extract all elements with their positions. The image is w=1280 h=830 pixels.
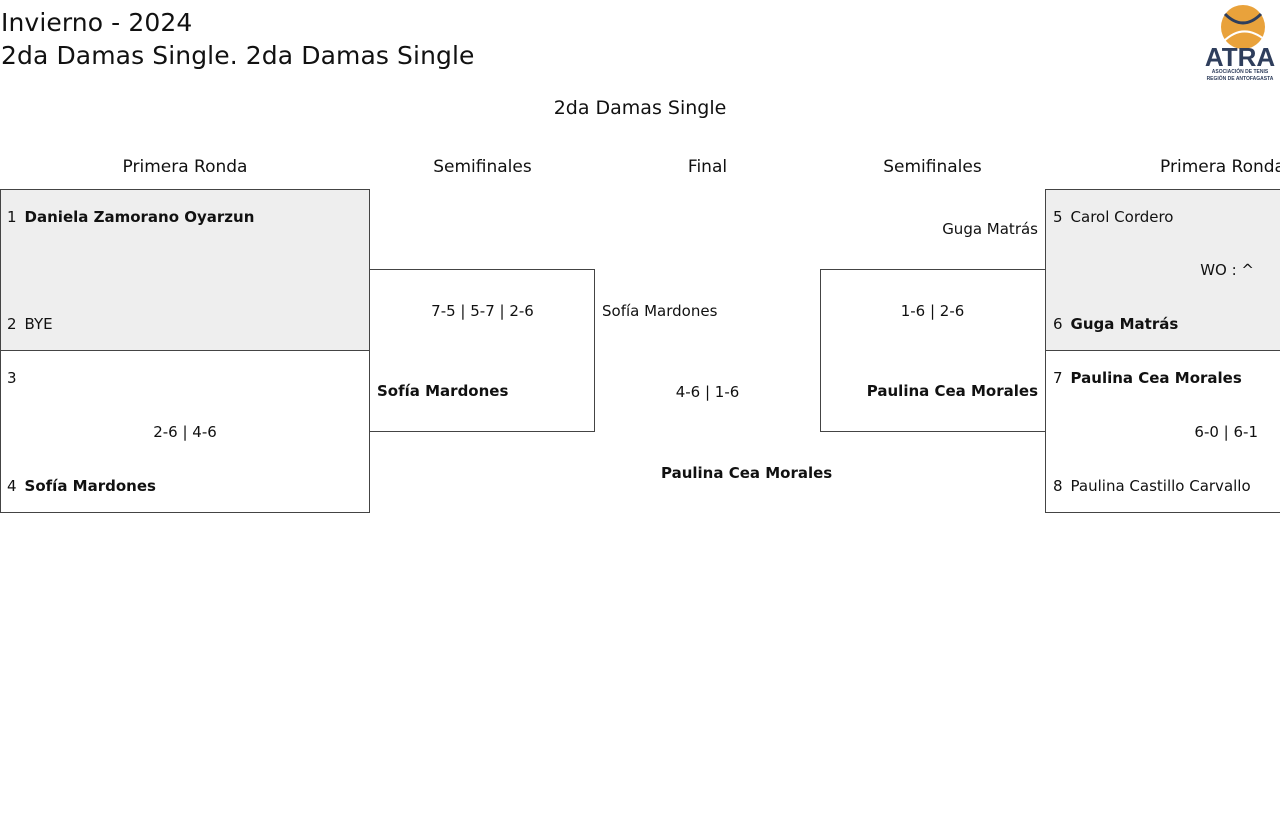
player-name: Carol Cordero (1070, 208, 1174, 226)
category-title: 2da Damas Single. 2da Damas Single (1, 41, 475, 70)
seed-number: 3 (7, 369, 17, 387)
logo-subtext-1: ASOCIACIÓN DE TENIS (1212, 67, 1269, 75)
season-title: Invierno - 2024 (1, 8, 193, 37)
seed-number: 2 (7, 315, 17, 333)
match-score: WO : ^ (1200, 261, 1254, 279)
player-name: BYE (24, 315, 53, 333)
logo-text: ATRA (1205, 42, 1276, 72)
seed-number: 4 (7, 477, 17, 495)
player-name: Daniela Zamorano Oyarzun (24, 208, 255, 226)
match-box-left-sf (369, 269, 595, 432)
match-box-right-r1-1 (1045, 189, 1280, 351)
logo-subtext-2: REGIÓN DE ANTOFAGASTA (1207, 74, 1274, 82)
match-score: 2-6 | 4-6 (153, 423, 217, 441)
seed-number: 7 (1053, 369, 1063, 387)
player-name: Paulina Castillo Carvallo (1070, 477, 1251, 495)
match-box-right-r1-2 (1045, 350, 1280, 513)
seed-number: 5 (1053, 208, 1063, 226)
bracket-title: 2da Damas Single (553, 97, 727, 119)
seed-number: 8 (1053, 477, 1063, 495)
player-name: Paulina Cea Morales (1070, 369, 1242, 387)
match-score: 6-0 | 6-1 (1194, 423, 1258, 441)
semifinal-top-player: Guga Matrás (942, 220, 1038, 238)
tennis-ball-logo-icon: ATRA ASOCIACIÓN DE TENIS REGIÓN DE ANTOF… (1205, 5, 1276, 82)
player-entry: 8 Paulina Castillo Carvallo (1053, 477, 1251, 495)
seed-number: 6 (1053, 315, 1063, 333)
match-box-right-sf (820, 269, 1046, 432)
player-entry: 4 Sofía Mardones (7, 477, 156, 495)
player-entry: 5 Carol Cordero (1053, 208, 1173, 226)
player-entry: 6 Guga Matrás (1053, 315, 1178, 333)
semifinal-bottom-player: Paulina Cea Morales (866, 382, 1038, 400)
round-header-left-r1: Primera Ronda (122, 157, 248, 177)
final-score: 4-6 | 1-6 (675, 383, 740, 401)
atra-logo: ATRA ASOCIACIÓN DE TENIS REGIÓN DE ANTOF… (1203, 2, 1277, 82)
match-score: 1-6 | 2-6 (900, 302, 965, 320)
round-header-right-r1: Primera Ronda (1160, 157, 1280, 177)
semifinal-bottom-player: Sofía Mardones (377, 382, 509, 400)
player-entry: 7 Paulina Cea Morales (1053, 369, 1242, 387)
player-entry: 3 (7, 369, 25, 387)
final-winner: Paulina Cea Morales (661, 464, 833, 482)
round-header-left-sf: Semifinales (433, 157, 532, 177)
round-header-right-sf: Semifinales (883, 157, 982, 177)
match-box-left-r1-1 (0, 189, 370, 351)
player-entry: 1 Daniela Zamorano Oyarzun (7, 208, 254, 226)
player-name: Guga Matrás (1070, 315, 1179, 333)
seed-number: 1 (7, 208, 17, 226)
player-name: Sofía Mardones (24, 477, 156, 495)
player-entry: 2 BYE (7, 315, 53, 333)
match-score: 7-5 | 5-7 | 2-6 (431, 302, 534, 320)
round-header-final: Final (687, 157, 728, 177)
final-top-player: Sofía Mardones (602, 302, 718, 320)
